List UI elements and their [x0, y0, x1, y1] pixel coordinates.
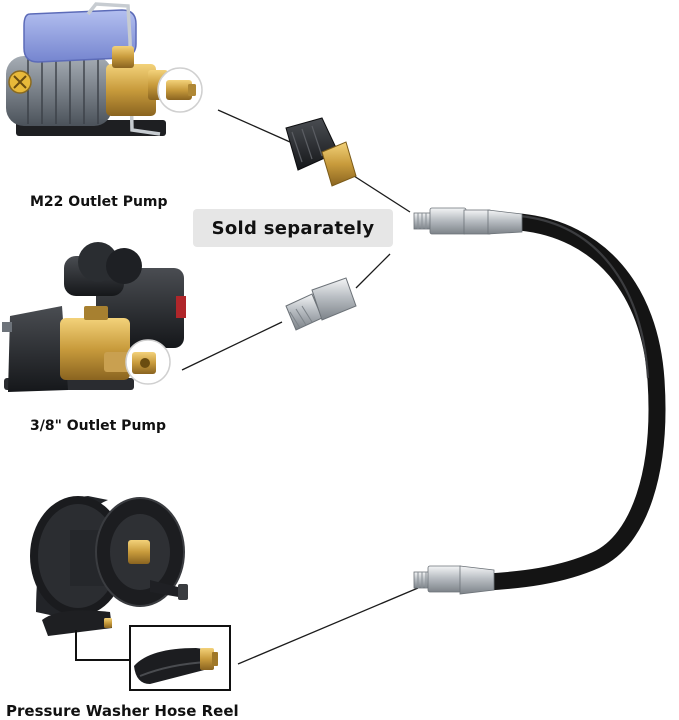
m22-pump-image	[6, 2, 203, 136]
hose-reel-label: Pressure Washer Hose Reel	[6, 702, 239, 720]
whip-hose	[487, 213, 666, 591]
three-eighths-pump-image	[2, 242, 186, 392]
m22-pump-label: M22 Outlet Pump	[30, 194, 168, 210]
hose-top-fitting	[413, 207, 523, 235]
m22-female-fitting	[285, 117, 357, 187]
connector-lines	[181, 109, 419, 665]
quick-connect-plug	[285, 277, 357, 331]
sold-separately-badge: Sold separately	[193, 209, 393, 247]
hose-reel-image	[30, 496, 231, 691]
hose-bottom-fitting	[413, 565, 495, 595]
three-eighths-pump-label: 3/8" Outlet Pump	[30, 418, 167, 434]
